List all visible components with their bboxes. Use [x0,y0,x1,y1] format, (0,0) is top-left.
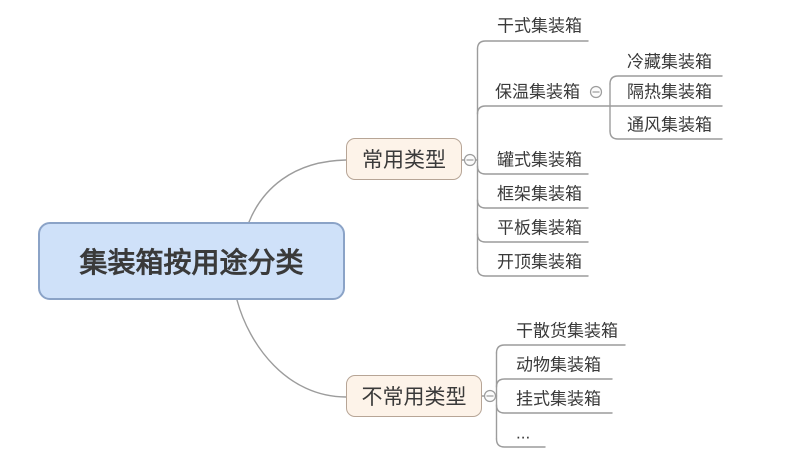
underline-ventilated [609,130,723,140]
branch-topic-common-types[interactable]: 常用类型 [346,138,462,180]
underline-hanging [495,404,613,414]
collapse-minus-icon-uncommon[interactable] [483,389,497,403]
leaf-topic-drybulk-container[interactable]: 干散货集装箱 [516,321,618,341]
leaf-topic-heat-insulated-container[interactable]: 隔热集装箱 [627,82,712,102]
leaf-topic-platform-container[interactable]: 平板集装箱 [497,218,582,238]
curve-root-to-uncommon [236,299,347,398]
branch-topic-uncommon-types[interactable]: 不常用类型 [346,375,482,417]
curve-root-to-common [248,159,347,223]
underline-reefer [609,75,723,85]
subbranch-topic-insulated-container[interactable]: 保温集装箱 [495,82,580,102]
collapse-minus-icon-common[interactable] [463,153,477,167]
underline-dry [476,40,589,50]
underline-insulated-and-heat [476,105,723,115]
leaf-topic-ventilated-container[interactable]: 通风集装箱 [627,115,712,135]
underline-tank [476,165,589,175]
collapse-minus-icon-insulated[interactable] [589,85,603,99]
underline-ellipsis [495,438,546,448]
underline-drybulk [495,344,626,354]
underline-frame [476,199,589,209]
leaf-topic-hanging-container[interactable]: 挂式集装箱 [516,389,601,409]
leaf-topic-animal-container[interactable]: 动物集装箱 [516,355,601,375]
root-topic[interactable]: 集装箱按用途分类 [38,222,345,300]
leaf-topic-opentop-container[interactable]: 开顶集装箱 [497,252,582,272]
underline-opentop [476,267,589,277]
underline-animal [495,378,613,388]
leaf-topic-reefer-container[interactable]: 冷藏集装箱 [627,52,712,72]
underline-platform [476,233,589,243]
leaf-topic-tank-container[interactable]: 罐式集装箱 [497,150,582,170]
leaf-topic-ellipsis[interactable]: ... [516,423,531,443]
leaf-topic-dry-container[interactable]: 干式集装箱 [497,16,582,36]
leaf-topic-frame-container[interactable]: 框架集装箱 [497,184,582,204]
